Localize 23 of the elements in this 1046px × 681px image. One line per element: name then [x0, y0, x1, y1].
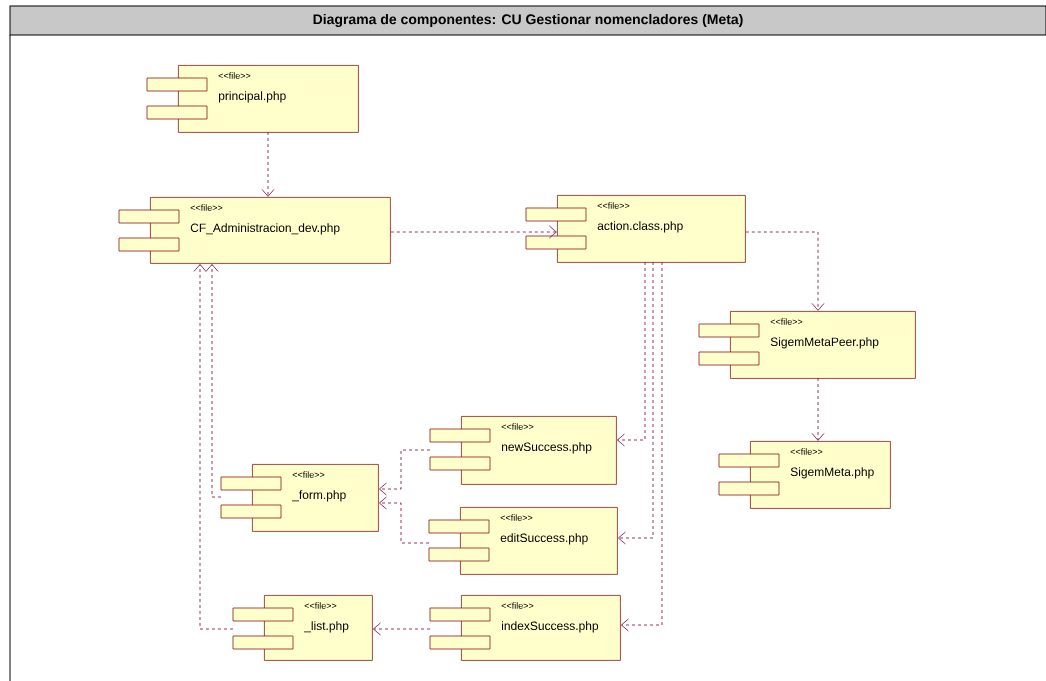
dependency-arrow	[811, 377, 825, 441]
dependency-arrow	[373, 622, 431, 636]
dependency-arrow	[390, 225, 557, 239]
component-box: <<file>> indexSuccess.php	[429, 595, 621, 661]
title-bar: Diagrama de componentes: CU Gestionar nomencladores (Meta)	[9, 5, 1046, 36]
dependency-arrow	[621, 261, 663, 632]
component-box: <<file>> _list.php	[232, 595, 373, 661]
component-box: <<file>> SigemMetaPeer.php	[698, 311, 916, 379]
dependency-arrow	[261, 131, 275, 197]
component-box: <<file>> _form.php	[220, 464, 379, 532]
dependency-arrow	[745, 231, 825, 311]
dependency-arrow	[617, 261, 646, 447]
dependency-arrow	[205, 264, 222, 498]
component-box: <<file>> CF_Administracion_dev.php	[118, 197, 391, 264]
component-box: <<file>> action.class.php	[525, 195, 746, 263]
dependency-arrow	[379, 496, 430, 544]
component-box: <<file>> newSuccess.php	[429, 416, 617, 485]
component-box: <<file>> editSuccess.php	[428, 507, 618, 575]
dependency-arrow	[618, 261, 654, 545]
component-box: <<file>> principal.php	[146, 65, 359, 133]
dependency-arrow	[379, 449, 431, 496]
component-box: <<file>> SigemMeta.php	[718, 441, 891, 509]
dependency-arrow	[193, 264, 234, 630]
